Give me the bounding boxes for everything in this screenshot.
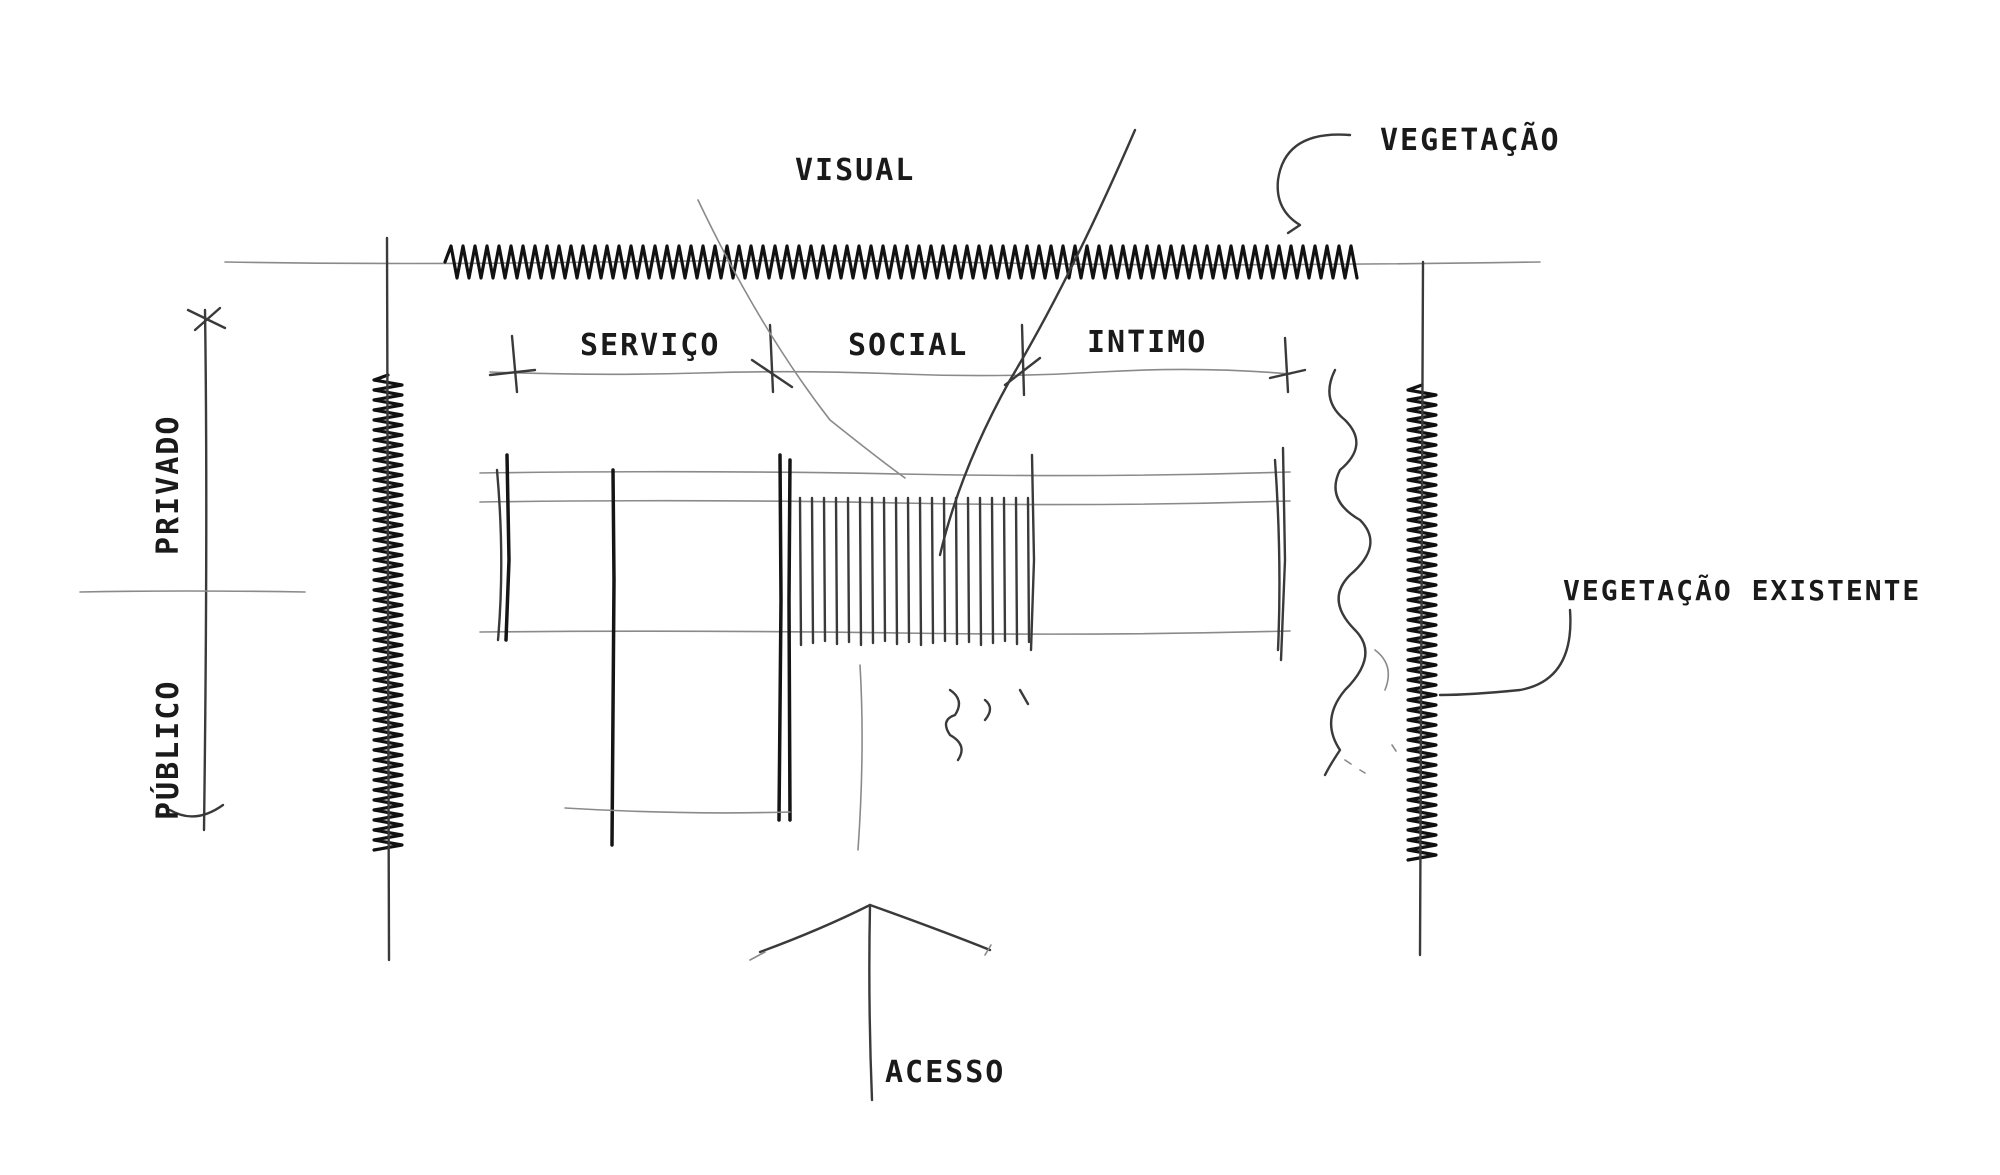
hatch-line (870, 496, 875, 645)
top-vegetation-hedge (443, 244, 1359, 280)
entry-axis (857, 664, 863, 851)
visual-label: VISUAL (795, 153, 915, 188)
existing-vegetation-leader (1438, 608, 1572, 697)
hatch-line (894, 496, 899, 646)
hatch-line (834, 496, 839, 646)
plan-walls (495, 446, 1287, 847)
visual-sightline-left (697, 199, 906, 479)
access-arrow (749, 903, 992, 1102)
hatch-line (978, 496, 983, 647)
hatch-line (906, 496, 911, 644)
hatch-line (918, 496, 923, 647)
hatch-line (882, 496, 887, 643)
hatch-line (990, 496, 995, 645)
hatch-line (930, 496, 935, 645)
vegetation-leader (1276, 133, 1352, 235)
hatch-line (942, 496, 947, 643)
visual-sightline-right (938, 128, 1137, 557)
vegetation-label: VEGETAÇÃO (1380, 121, 1561, 158)
plan-top-line (479, 470, 1291, 477)
hatch-line (798, 496, 803, 647)
privado-label: PRIVADO (151, 415, 186, 555)
hatch-line (966, 496, 971, 644)
publico-label: PÚBLICO (149, 680, 186, 820)
right-hedge-axis (1418, 260, 1425, 957)
existing-vegetation-scribble (1344, 649, 1397, 774)
hatch-line (954, 496, 959, 646)
left-hedge-axis (385, 236, 391, 962)
hatch-line (846, 496, 851, 644)
hatch-line (1026, 496, 1031, 644)
social-label: SOCIAL (848, 328, 968, 363)
zone-dimension-line (489, 368, 1291, 377)
existing-vegetation-label: VEGETAÇÃO EXISTENTE (1563, 573, 1921, 607)
existing-vegetation-outline (1323, 368, 1372, 777)
service-wing-bottom (564, 807, 791, 814)
hatch-line (1014, 496, 1019, 646)
acesso-label: ACESSO (885, 1055, 1005, 1090)
social-hatching (798, 496, 1031, 647)
hatch-line (1002, 496, 1007, 643)
hatch-line (858, 496, 863, 647)
public-private-axis (79, 306, 306, 832)
servico-label: SERVIÇO (580, 328, 720, 363)
intimo-label: INTIMO (1087, 325, 1207, 360)
plan-scribble (944, 688, 1030, 762)
hatch-line (822, 496, 827, 643)
hatch-line (810, 496, 815, 645)
